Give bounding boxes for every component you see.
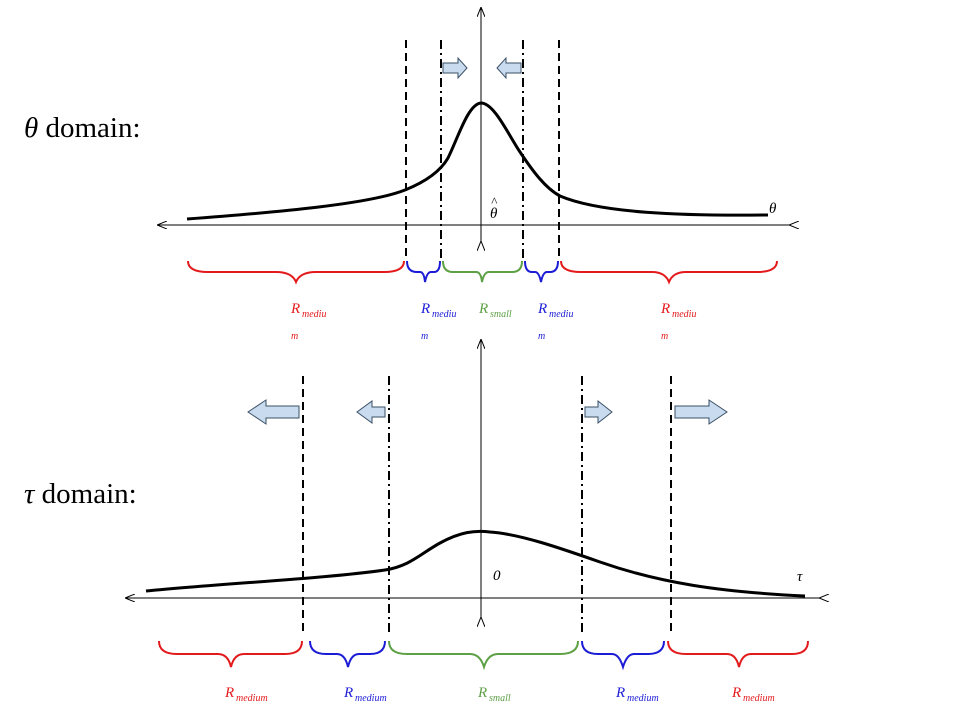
svg-text:mediu: mediu (549, 309, 573, 320)
theta-brace-inner-left (406, 260, 441, 283)
tau-brace-inner-left (309, 640, 386, 668)
tau-region-label-outer-right: R medium (731, 685, 775, 704)
svg-text:R: R (290, 301, 300, 317)
svg-text:R: R (420, 301, 430, 317)
svg-text:mediu: mediu (432, 309, 456, 320)
svg-text:R: R (537, 301, 547, 317)
tau-origin-label: 0 (493, 568, 501, 584)
svg-text:R: R (477, 685, 487, 701)
theta-region-label-inner-right: R mediu m (537, 301, 573, 342)
tau-region-label-inner-right: R medium (615, 685, 659, 704)
svg-text:small: small (490, 309, 512, 320)
theta-axis-label: θ (769, 201, 777, 217)
tau-region-label-center: R small (477, 685, 511, 704)
svg-text:mediu: mediu (672, 309, 696, 320)
svg-text:medium: medium (355, 693, 387, 704)
tau-panel: τ domain: τ 0 R medium R medium (24, 340, 820, 704)
tau-outer-left-arrow-icon (247, 399, 300, 425)
tau-brace-center (388, 640, 579, 671)
theta-density-curve (186, 101, 769, 221)
theta-domain-title: θ domain: (24, 112, 141, 144)
svg-text:R: R (660, 301, 670, 317)
tau-region-label-outer-left: R medium (224, 685, 268, 704)
tau-outer-right-arrow-icon (674, 399, 728, 425)
svg-text:R: R (615, 685, 625, 701)
svg-text:medium: medium (236, 693, 268, 704)
svg-text:m: m (291, 331, 298, 342)
svg-text:R: R (224, 685, 234, 701)
tau-density-curve (145, 529, 806, 598)
svg-text:R: R (478, 301, 488, 317)
svg-text:m: m (538, 331, 545, 342)
theta-region-label-inner-left: R mediu m (420, 301, 456, 342)
theta-right-pointing-arrow-icon (442, 56, 468, 80)
svg-text:R: R (343, 685, 353, 701)
tau-inner-right-arrow-icon (584, 399, 613, 425)
tau-brace-outer-left (158, 640, 303, 668)
tau-inner-left-arrow-icon (356, 400, 386, 424)
tau-brace-inner-right (581, 640, 665, 671)
svg-text:medium: medium (627, 693, 659, 704)
tau-brace-outer-right (667, 640, 809, 668)
theta-brace-outer-left (187, 260, 405, 285)
theta-region-label-outer-right: R mediu m (660, 301, 696, 342)
theta-region-label-outer-left: R mediu m (290, 301, 326, 342)
svg-text:m: m (661, 331, 668, 342)
theta-brace-center (442, 260, 523, 283)
tau-axis-label: τ (797, 569, 803, 585)
svg-text:m: m (421, 331, 428, 342)
theta-left-pointing-arrow-icon (496, 56, 522, 80)
tau-domain-title: τ domain: (24, 478, 137, 510)
theta-brace-inner-right (524, 260, 559, 283)
svg-text:mediu: mediu (302, 309, 326, 320)
svg-text:small: small (489, 693, 511, 704)
theta-hat-accent: ^ (491, 194, 498, 209)
svg-text:R: R (731, 685, 741, 701)
tau-region-label-inner-left: R medium (343, 685, 387, 704)
theta-brace-outer-right (560, 260, 778, 285)
svg-text:medium: medium (743, 693, 775, 704)
theta-hat-label: θ (490, 206, 498, 222)
theta-region-label-center: R small (478, 301, 512, 320)
theta-panel: θ domain: θ θ ^ R mediu m R med (24, 8, 790, 342)
